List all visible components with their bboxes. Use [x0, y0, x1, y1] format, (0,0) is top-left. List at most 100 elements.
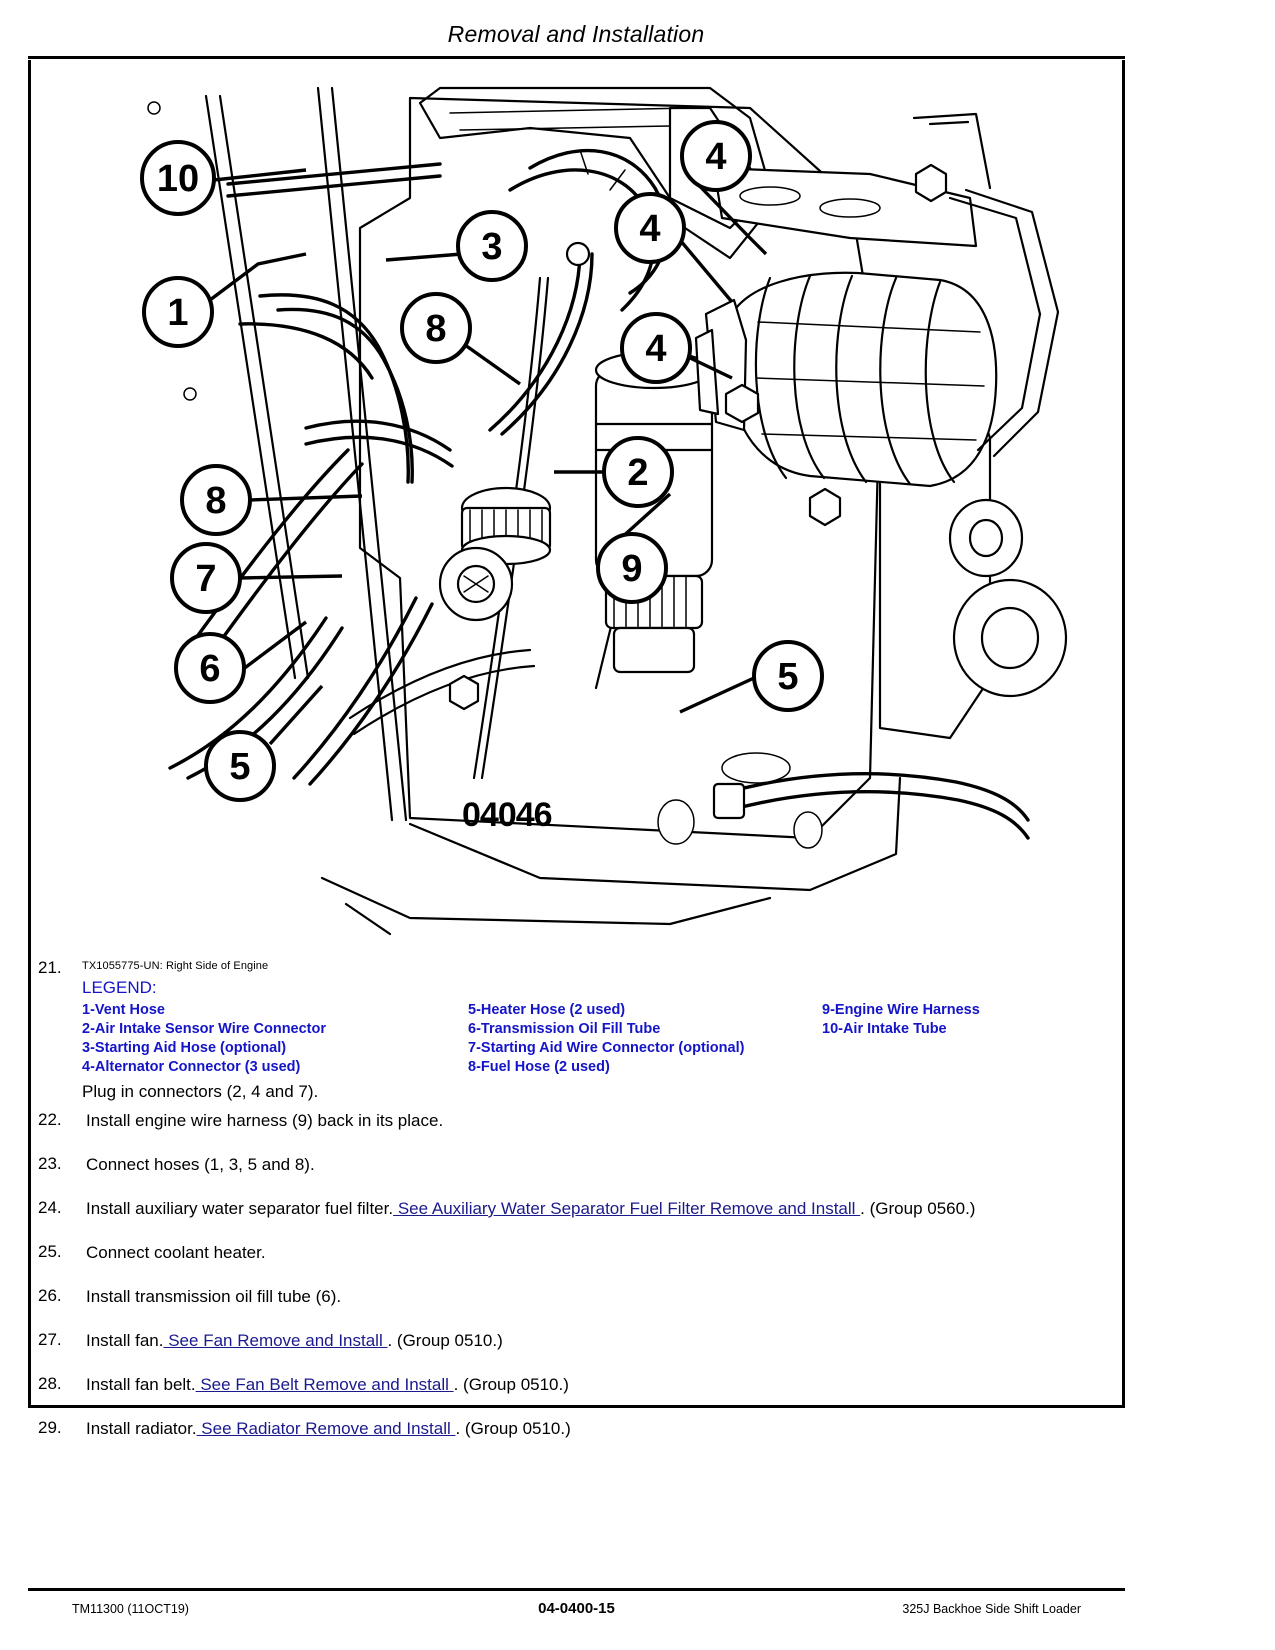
legend-item-6: 6-Transmission Oil Fill Tube: [468, 1021, 661, 1037]
legend-heading: LEGEND:: [82, 978, 157, 997]
alternator: [694, 271, 998, 488]
pulley-assembly: [912, 112, 1068, 698]
legend-row: 3-Starting Aid Hose (optional) 7-Startin…: [82, 1040, 1102, 1059]
step-body: Install transmission oil fill tube (6).: [86, 1286, 1108, 1308]
svg-text:4: 4: [645, 328, 666, 370]
step-text-pre: Install auxiliary water separator fuel f…: [86, 1199, 394, 1218]
step-24: 24. Install auxiliary water separator fu…: [38, 1198, 1108, 1220]
svg-text:8: 8: [205, 480, 226, 522]
alternator-bracket: [712, 166, 978, 248]
fasteners: [147, 101, 948, 711]
step-text-pre: Install fan.: [86, 1331, 164, 1350]
svg-text:8: 8: [425, 308, 446, 350]
step-text-post: . (Group 0510.): [387, 1331, 503, 1350]
step-number: 24.: [38, 1198, 62, 1217]
legend-row: 4-Alternator Connector (3 used) 8-Fuel H…: [82, 1059, 1102, 1078]
svg-text:10: 10: [157, 158, 199, 200]
cross-reference-link[interactable]: See Auxiliary Water Separator Fuel Filte…: [393, 1199, 861, 1218]
step-text-post: . (Group 0510.): [455, 1419, 571, 1438]
svg-text:4: 4: [705, 136, 726, 178]
hose-bundle: [168, 293, 536, 780]
callout-5-left: 5: [204, 730, 276, 802]
svg-text:3: 3: [481, 226, 502, 268]
step-text-pre: Install radiator.: [86, 1419, 197, 1438]
cross-reference-link[interactable]: See Fan Remove and Install: [163, 1331, 388, 1350]
legend-item-3: 3-Starting Aid Hose (optional): [82, 1040, 287, 1056]
figure-caption-block: 21. TX1055775-UN: Right Side of Engine L…: [38, 958, 1108, 1101]
frame-rails: [204, 86, 408, 822]
figure-watermark: 04046: [462, 796, 553, 834]
engine-line-art: 10 1 3 8 4: [140, 86, 1068, 936]
step-text-pre: Connect coolant heater.: [86, 1243, 266, 1262]
legend-row: 1-Vent Hose 5-Heater Hose (2 used) 9-Eng…: [82, 1002, 1102, 1021]
machine-model: 325J Backhoe Side Shift Loader: [902, 1602, 1081, 1616]
svg-text:6: 6: [199, 648, 220, 690]
legend-item-5: 5-Heater Hose (2 used): [468, 1002, 626, 1018]
step-number: 28.: [38, 1374, 62, 1393]
page-title: Removal and Installation: [447, 21, 705, 47]
step-29: 29. Install radiator. See Radiator Remov…: [38, 1418, 1108, 1440]
legend-item-1: 1-Vent Hose: [82, 1002, 165, 1018]
svg-text:2: 2: [627, 452, 648, 494]
legend-grid: 1-Vent Hose 5-Heater Hose (2 used) 9-Eng…: [82, 1002, 1102, 1078]
step-text-pre: Install engine wire harness (9) back in …: [86, 1111, 444, 1130]
callout-4-lower: 4: [620, 312, 692, 384]
svg-text:5: 5: [777, 656, 798, 698]
step-body: Install fan. See Fan Remove and Install …: [86, 1330, 1108, 1352]
step-text-post: . (Group 0510.): [453, 1375, 569, 1394]
heater-hose-right: [712, 772, 1030, 840]
transmission-oil-fill-tube: [292, 596, 434, 786]
svg-text:1: 1: [167, 292, 188, 334]
procedure-steps: 22. Install engine wire harness (9) back…: [38, 1110, 1108, 1462]
step-23: 23. Connect hoses (1, 3, 5 and 8).: [38, 1154, 1108, 1176]
callout-1: 1: [142, 276, 214, 348]
engine-illustration: 10 1 3 8 4: [110, 78, 1090, 938]
step-number: 25.: [38, 1242, 62, 1261]
step-body: Connect hoses (1, 3, 5 and 8).: [86, 1154, 1108, 1176]
access-port: [438, 546, 514, 622]
svg-text:9: 9: [621, 548, 642, 590]
legend-item-8: 8-Fuel Hose (2 used): [468, 1059, 610, 1075]
step-27: 27. Install fan. See Fan Remove and Inst…: [38, 1330, 1108, 1352]
manual-number: TM11300 (11OCT19): [72, 1602, 189, 1616]
legend-item-2: 2-Air Intake Sensor Wire Connector: [82, 1021, 327, 1037]
cross-reference-link[interactable]: See Radiator Remove and Install: [196, 1419, 456, 1438]
legend-item-4: 4-Alternator Connector (3 used): [82, 1059, 301, 1075]
step-number: 23.: [38, 1154, 62, 1173]
figure-id-label: TX1055775-UN: Right Side of Engine: [82, 960, 269, 972]
callout-leader-lines: [208, 168, 768, 746]
step-number: 27.: [38, 1330, 62, 1349]
step-28: 28. Install fan belt. See Fan Belt Remov…: [38, 1374, 1108, 1396]
callout-5-right: 5: [752, 640, 824, 712]
page-header: Removal and Installation: [28, 14, 1124, 56]
step-body: Connect coolant heater.: [86, 1242, 1108, 1264]
step-text-pre: Install fan belt.: [86, 1375, 196, 1394]
callout-8-lower: 8: [180, 464, 252, 536]
fuel-filter-assembly: [594, 350, 714, 674]
step-text-post: . (Group 0560.): [860, 1199, 976, 1218]
step-body: Install radiator. See Radiator Remove an…: [86, 1418, 1108, 1440]
caption-body-text: Plug in connectors (2, 4 and 7).: [82, 1082, 319, 1101]
step-number: 26.: [38, 1286, 62, 1305]
callout-2: 2: [602, 436, 674, 508]
callout-4-middle: 4: [614, 192, 686, 264]
step-body: Install fan belt. See Fan Belt Remove an…: [86, 1374, 1108, 1396]
page-number: 04-0400-15: [538, 1600, 615, 1617]
callout-bubbles: 10 1 3 8 4: [140, 120, 824, 802]
cross-reference-link[interactable]: See Fan Belt Remove and Install: [195, 1375, 454, 1394]
step-text-pre: Install transmission oil fill tube (6).: [86, 1287, 342, 1306]
step-body: Install engine wire harness (9) back in …: [86, 1110, 1108, 1132]
content-frame-bottom-rule: [28, 1405, 1125, 1408]
content-frame-left-rule: [28, 60, 31, 1408]
svg-text:5: 5: [229, 746, 250, 788]
caption-step-number: 21.: [38, 958, 62, 977]
air-intake-crossbar: [226, 162, 442, 198]
footer-divider: [28, 1588, 1125, 1591]
callout-8-upper: 8: [400, 292, 472, 364]
legend-row: 2-Air Intake Sensor Wire Connector 6-Tra…: [82, 1021, 1102, 1040]
valve-cover: [418, 86, 772, 230]
step-body: Install auxiliary water separator fuel f…: [86, 1198, 1108, 1220]
page-footer: TM11300 (11OCT19) 04-0400-15 325J Backho…: [28, 1598, 1125, 1628]
content-frame-right-rule: [1122, 60, 1125, 1408]
callout-4-top: 4: [680, 120, 752, 192]
